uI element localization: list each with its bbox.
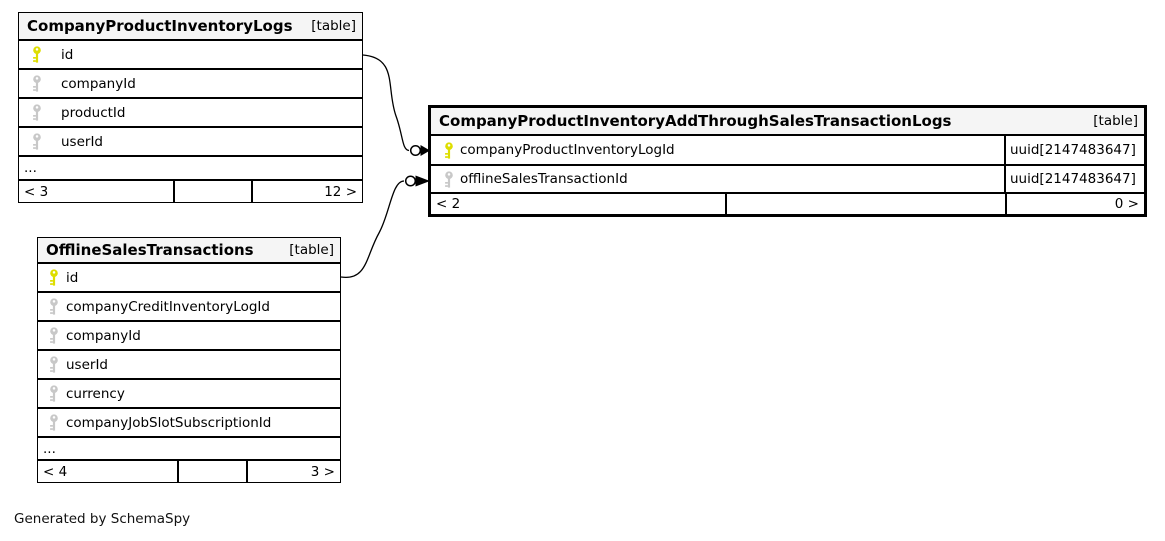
primary-key-icon: [443, 142, 455, 159]
index-key-icon: [31, 75, 43, 92]
relationship-count-footer: < 2 0 >: [431, 194, 1144, 214]
column-name: userId: [61, 133, 103, 150]
column-name: currency: [66, 385, 125, 402]
ellipsis-row: ...: [19, 157, 362, 181]
column-name: id: [61, 46, 74, 63]
index-key-icon: [31, 133, 43, 150]
column-name: companyCreditInventoryLogId: [66, 298, 270, 315]
column-row-id[interactable]: id: [38, 264, 340, 293]
footer-right-count: 0 >: [1114, 196, 1139, 212]
table-title: CompanyProductInventoryLogs: [27, 17, 293, 35]
footer-left-count: < 4: [38, 461, 179, 482]
footer-right-count: 12 >: [324, 183, 357, 200]
primary-key-icon: [31, 46, 43, 63]
column-row-offlinesalestransactionid[interactable]: offlineSalesTransactionId uuid[214748364…: [431, 166, 1144, 194]
column-name: companyId: [61, 75, 136, 92]
column-row-productid[interactable]: productId: [19, 99, 362, 128]
column-name: companyProductInventoryLogId: [460, 142, 675, 158]
table-type-badge: [table]: [1093, 113, 1138, 129]
table-title: CompanyProductInventoryAddThroughSalesTr…: [439, 112, 952, 130]
column-row-companyproductinventorylogid[interactable]: companyProductInventoryLogId uuid[214748…: [431, 136, 1144, 166]
zero-or-one-circle: [404, 175, 417, 187]
index-key-icon: [31, 104, 43, 121]
table-type-badge: [table]: [311, 18, 356, 34]
index-key-icon: [48, 298, 60, 315]
column-name: id: [66, 269, 79, 286]
column-row-companyid[interactable]: companyId: [19, 70, 362, 99]
index-key-icon: [48, 385, 60, 402]
column-name: companyId: [66, 327, 141, 344]
column-row-currency[interactable]: currency: [38, 380, 340, 409]
table-card-offline-sales-transactions[interactable]: OfflineSalesTransactions [table] id comp…: [37, 237, 341, 483]
column-row-companyid[interactable]: companyId: [38, 322, 340, 351]
footer-left-count: < 3: [19, 181, 175, 202]
column-row-id[interactable]: id: [19, 41, 362, 70]
table-header[interactable]: OfflineSalesTransactions [table]: [38, 238, 340, 264]
column-row-companycreditinventorylogid[interactable]: companyCreditInventoryLogId: [38, 293, 340, 322]
ellipsis-row: ...: [38, 438, 340, 461]
table-card-company-product-inventory-add-through-sales-transaction-logs[interactable]: CompanyProductInventoryAddThroughSalesTr…: [428, 105, 1147, 217]
index-key-icon: [48, 327, 60, 344]
table-title: OfflineSalesTransactions: [46, 241, 254, 259]
relationship-line-inventorylog-to-addlog: [362, 54, 430, 157]
index-key-icon: [48, 414, 60, 431]
column-name: offlineSalesTransactionId: [460, 171, 628, 187]
column-name: userId: [66, 356, 108, 373]
zero-or-one-circle: [409, 144, 422, 157]
footer-right-count: 3 >: [310, 463, 335, 480]
index-key-icon: [48, 356, 60, 373]
primary-key-icon: [48, 269, 60, 286]
table-card-company-product-inventory-logs[interactable]: CompanyProductInventoryLogs [table] id c…: [18, 12, 363, 203]
column-type: uuid[2147483647]: [1004, 136, 1144, 164]
relationship-count-footer: < 4 3 >: [38, 461, 340, 482]
footer-middle-cell: [727, 194, 1007, 214]
footer-left-count: < 2: [431, 194, 727, 214]
index-key-icon: [443, 171, 455, 188]
column-type: uuid[2147483647]: [1004, 166, 1144, 192]
footer-middle-cell: [179, 461, 248, 482]
table-header[interactable]: CompanyProductInventoryLogs [table]: [19, 13, 362, 41]
relationship-count-footer: < 3 12 >: [19, 181, 362, 202]
table-header[interactable]: CompanyProductInventoryAddThroughSalesTr…: [431, 108, 1144, 136]
footer-middle-cell: [175, 181, 253, 202]
column-row-companyjobslotsubscriptionid[interactable]: companyJobSlotSubscriptionId: [38, 409, 340, 438]
table-type-badge: [table]: [289, 242, 334, 258]
column-name: productId: [61, 104, 126, 121]
column-row-userid[interactable]: userId: [19, 128, 362, 157]
column-name: companyJobSlotSubscriptionId: [66, 414, 272, 431]
column-row-userid[interactable]: userId: [38, 351, 340, 380]
generated-by-note: Generated by SchemaSpy: [14, 511, 191, 527]
